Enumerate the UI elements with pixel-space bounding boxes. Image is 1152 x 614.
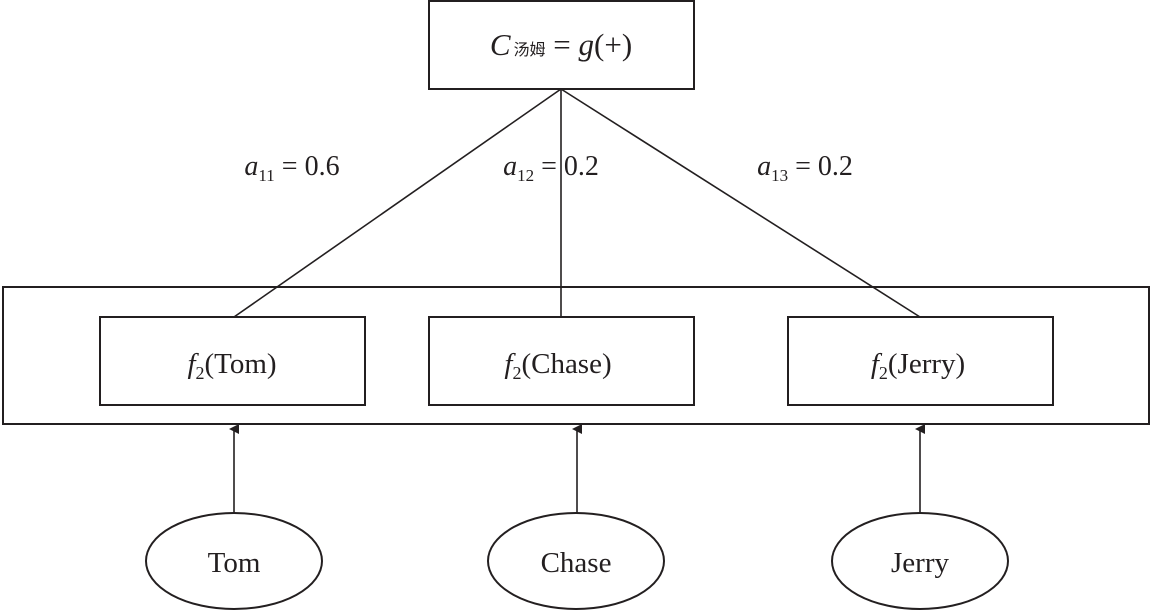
weight-label-3: a13 = 0.2 (757, 151, 853, 185)
top-node-symbol: C (490, 27, 511, 62)
feature-node-tom: f2(Tom) (99, 316, 366, 406)
top-node-box (428, 0, 695, 90)
weight-label-1: a11 = 0.6 (244, 151, 339, 185)
input-node-ellipse (831, 512, 1009, 610)
edge-line-1 (233, 88, 562, 318)
top-node-arg: (+) (594, 27, 632, 62)
top-node-subscript: 汤姆 (514, 40, 546, 59)
edge-line-3 (560, 88, 921, 318)
input-node-label: Tom (208, 547, 261, 579)
input-node-chase: Chase (487, 512, 665, 610)
input-node-label: Chase (541, 547, 612, 579)
top-node-func: g (579, 27, 595, 62)
feature-node-box (787, 316, 1054, 406)
input-node-ellipse (487, 512, 665, 610)
input-node-ellipse (145, 512, 323, 610)
feature-node-jerry: f2(Jerry) (787, 316, 1054, 406)
feature-node-box (99, 316, 366, 406)
weight-label-2: a12 = 0.2 (503, 151, 599, 185)
input-node-tom: Tom (145, 512, 323, 610)
feature-node-box (428, 316, 695, 406)
feature-node-chase: f2(Chase) (428, 316, 695, 406)
input-node-label: Jerry (891, 547, 949, 579)
top-node-equals: = (546, 27, 579, 62)
input-node-jerry: Jerry (831, 512, 1009, 610)
feature-node-label: f2(Chase) (504, 348, 611, 383)
